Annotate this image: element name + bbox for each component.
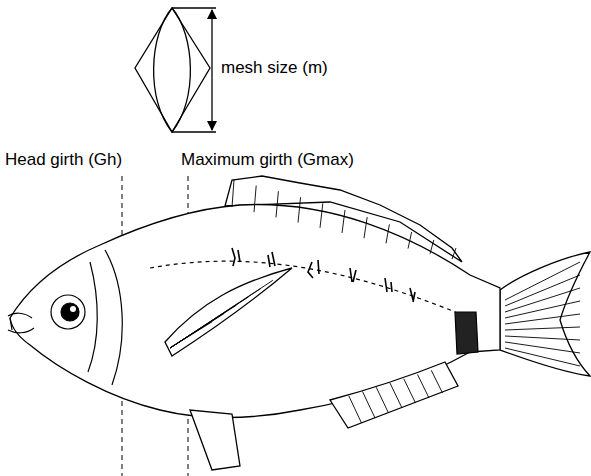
- mesh-symbol: [135, 8, 216, 132]
- dimension-label: mesh size (m): [220, 58, 329, 78]
- fish-body: [10, 176, 590, 470]
- girth-label: Maximum girth (Gmax): [180, 150, 355, 170]
- girth-label: Head girth (Gh): [4, 150, 123, 170]
- fin-rays: [170, 180, 580, 423]
- fish-details: [8, 250, 478, 385]
- body-spots: [232, 248, 415, 302]
